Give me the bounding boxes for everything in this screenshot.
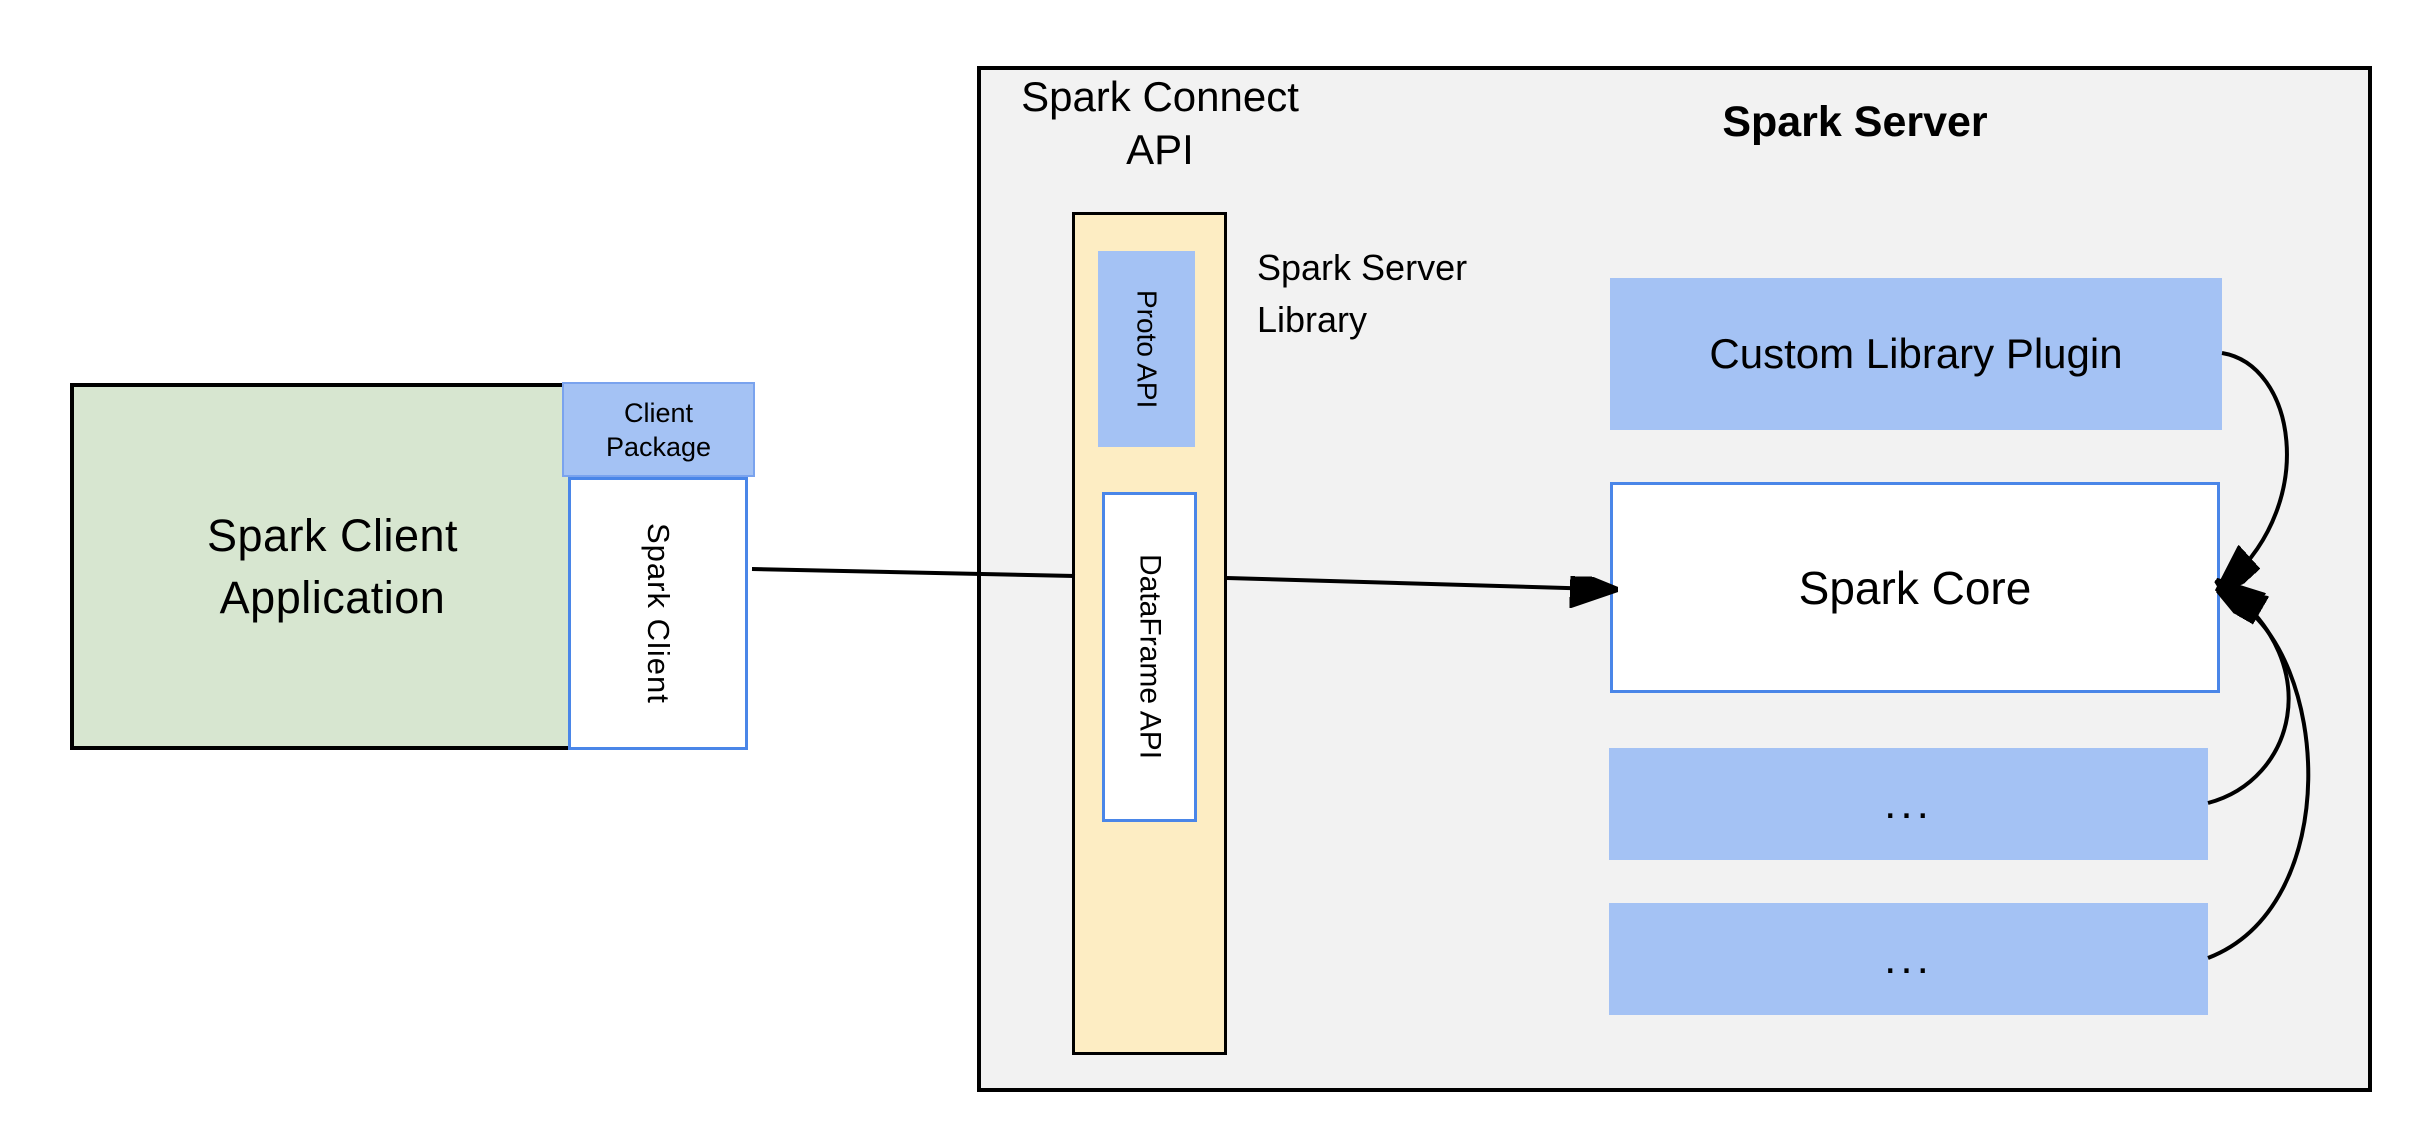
spark-core-box: Spark Core: [1610, 482, 2220, 693]
spark-connect-api-title-line1: Spark Connect: [1021, 73, 1299, 120]
client-package-label: Client Package: [606, 396, 711, 464]
custom-library-plugin-box: Custom Library Plugin: [1610, 278, 2222, 430]
spark-server-library-label: Spark Server Library: [1257, 242, 1537, 346]
client-package-label-line2: Package: [605, 431, 712, 462]
spark-server-library-label-line2: Library: [1257, 299, 1368, 340]
spark-connect-api-title-line2: API: [1126, 126, 1194, 173]
spark-server-library-label-line1: Spark Server: [1257, 247, 1468, 288]
client-package-label-line1: Client: [623, 397, 693, 428]
spark-core-label: Spark Core: [1798, 561, 2032, 614]
spark-client-application-box: Spark Client Application: [70, 383, 595, 750]
proto-api-label: Proto API: [1131, 289, 1163, 409]
plugin-slot-box-2: ...: [1609, 903, 2208, 1015]
dataframe-api-label: DataFrame API: [1133, 554, 1167, 760]
spark-client-application-label: Spark Client Application: [207, 505, 458, 629]
custom-library-plugin-label: Custom Library Plugin: [1709, 330, 2123, 377]
spark-server-title: Spark Server: [1722, 98, 1988, 146]
plugin-slot-1-ellipsis-label: ...: [1884, 779, 1933, 828]
spark-client-application-label-line1: Spark Client: [206, 509, 459, 561]
plugin-slot-2-ellipsis-label: ...: [1884, 934, 1933, 983]
spark-client-label: Spark Client: [641, 523, 676, 704]
dataframe-api-box: DataFrame API: [1102, 492, 1197, 822]
client-package-box: Client Package: [562, 382, 755, 477]
proto-api-box: Proto API: [1098, 251, 1195, 447]
plugin-slot-box-1: ...: [1609, 748, 2208, 860]
spark-client-application-label-line2: Application: [219, 571, 446, 623]
spark-connect-api-title: Spark Connect API: [1010, 70, 1310, 176]
spark-client-box: Spark Client: [568, 477, 748, 750]
